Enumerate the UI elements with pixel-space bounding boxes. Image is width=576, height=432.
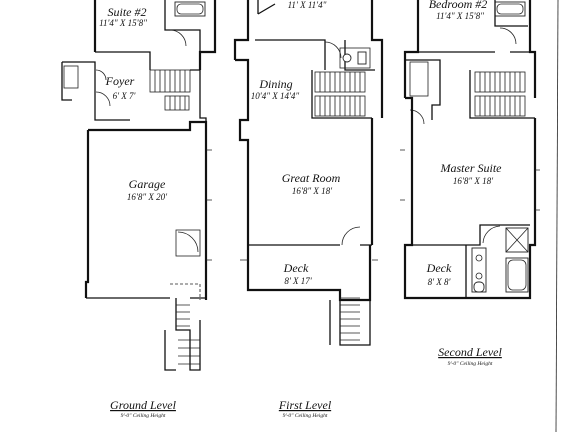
first-left-wall	[235, 58, 250, 245]
ground-suite-lower-wall	[95, 51, 151, 70]
ground-garage-left-wall	[84, 130, 90, 298]
second-level-ceiling: 9'-0" Ceiling Height	[448, 361, 493, 367]
first-great-room-door-swing	[341, 226, 361, 246]
ground-bath-wall	[164, 0, 201, 52]
second-master-bottom-wall	[412, 224, 530, 246]
ground-level-plan: Suite #2 11'4" X 15'8" Foyer 6' X 7' Gar…	[61, 0, 217, 419]
first-stairs	[311, 70, 372, 119]
ground-garage-label: Garage	[129, 177, 166, 191]
second-master-dims: 16'8" X 18'	[453, 176, 494, 186]
first-level-title: First Level	[278, 398, 332, 412]
ground-foyer-door-swing	[95, 91, 111, 107]
first-top-room-dims: 11' X 11'4"	[288, 0, 327, 10]
ground-bath-door-swing	[169, 29, 187, 47]
second-level-plan: Bedroom #2 11'4" X 15'8" Master Suite 16…	[400, 0, 540, 367]
ground-garage-closet	[175, 229, 201, 257]
ground-foyer-label: Foyer	[105, 74, 135, 88]
second-toilet	[473, 281, 485, 293]
second-closet	[409, 61, 429, 97]
ground-suite-dims: 11'4" X 15'8"	[99, 18, 147, 28]
second-bedroom-label: Bedroom #2	[429, 0, 488, 11]
ground-closet	[63, 65, 79, 89]
first-dining-dims: 10'4" X 14'4"	[251, 91, 300, 101]
ground-garage-right-wall	[88, 120, 208, 300]
first-top-walls	[233, 0, 384, 118]
second-deck-label: Deck	[426, 261, 452, 275]
ground-level-ceiling: 9'-0" Ceiling Height	[121, 413, 166, 419]
ground-entry-walls	[61, 61, 130, 121]
first-great-room-label: Great Room	[282, 171, 341, 185]
first-deck-label: Deck	[283, 261, 309, 275]
ground-garage-door-outline	[170, 283, 201, 300]
ground-exterior-stairs	[164, 298, 201, 371]
ground-level-title: Ground Level	[110, 398, 177, 412]
first-great-room-dims: 16'8" X 18'	[292, 186, 333, 196]
ground-suite-label: Suite #2	[108, 5, 147, 19]
second-master-label: Master Suite	[440, 161, 503, 175]
second-bedroom-dims: 11'4" X 15'8"	[436, 11, 484, 21]
page-edge-line	[555, 0, 559, 432]
ground-tub	[174, 1, 206, 17]
first-deck-walls	[246, 245, 372, 302]
first-level-ceiling: 9'-0" Ceiling Height	[283, 413, 328, 419]
ground-garage-dims: 16'8" X 20'	[127, 192, 168, 202]
first-level-plan: 11' X 11'4" Dining 10'4" X 14'4" Great R…	[233, 0, 384, 419]
first-powder-room	[339, 47, 371, 69]
second-deck-dims: 8' X 8'	[428, 277, 452, 287]
second-master-walls	[403, 96, 537, 300]
first-exterior-stairs	[329, 290, 371, 346]
first-dining-label: Dining	[258, 77, 292, 91]
second-level-title: Second Level	[438, 345, 502, 359]
ground-stairs	[149, 69, 191, 111]
second-stairs	[469, 70, 535, 119]
second-bath-tub	[505, 257, 529, 293]
first-deck-dims: 8' X 17'	[284, 276, 312, 286]
second-bedroom-walls	[403, 0, 537, 98]
ground-foyer-dims: 6' X 7'	[113, 91, 137, 101]
ground-suite-walls	[93, 0, 217, 70]
first-top-door	[257, 0, 276, 15]
